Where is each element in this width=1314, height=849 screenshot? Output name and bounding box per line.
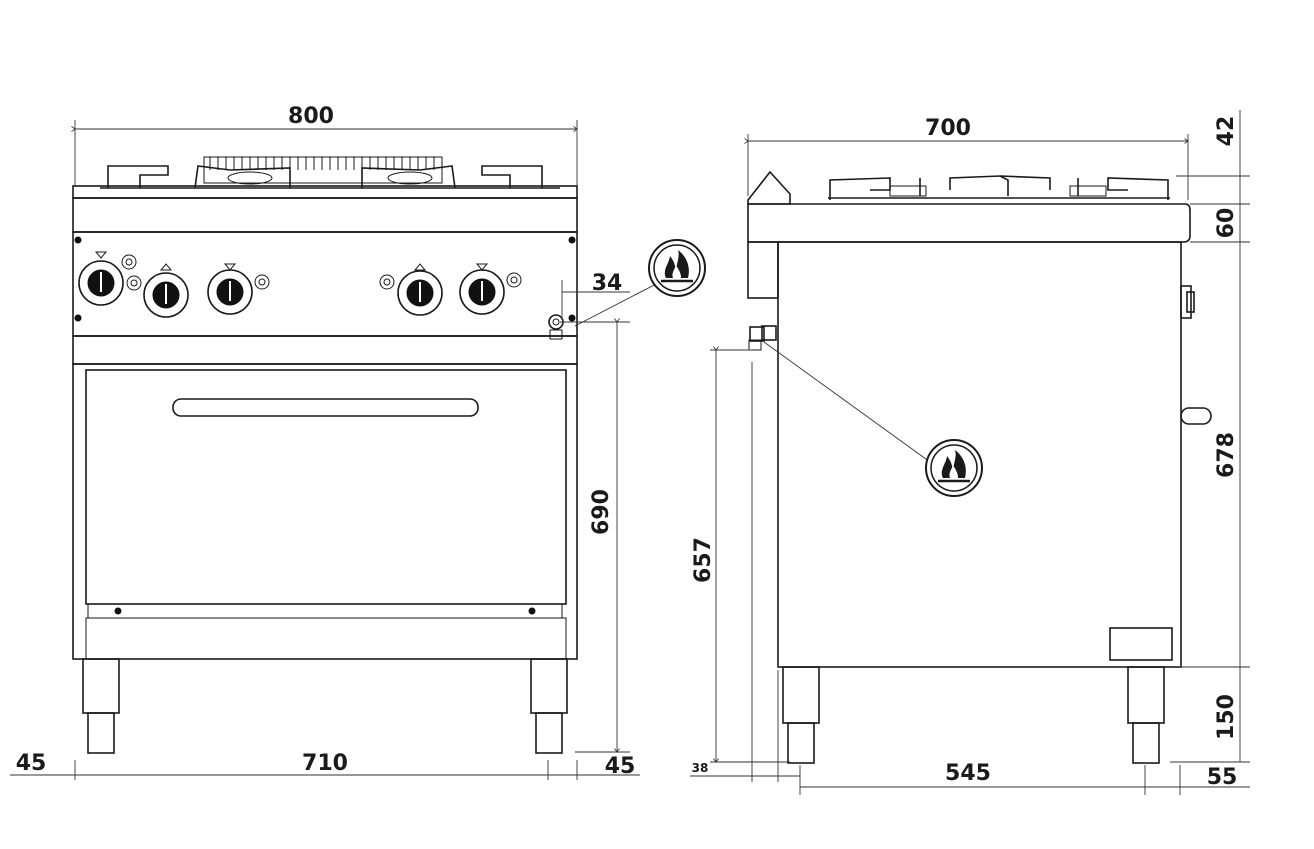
rear-flue (747, 170, 791, 205)
dim-side-body-height: 678 (1214, 432, 1239, 478)
front-grates (100, 156, 560, 189)
dim-front-width-total: 800 (288, 104, 334, 129)
side-dimensions: 700 42 60 678 150 657 38 545 55 (690, 110, 1250, 795)
side-legs (782, 666, 1165, 764)
oven-door-handle (172, 398, 479, 417)
dim-side-inlet-height: 657 (691, 537, 716, 583)
front-control-panel (72, 231, 578, 337)
gas-flame-icon (648, 239, 706, 297)
dim-side-front-offset: 55 (1207, 765, 1238, 790)
side-view: 700 42 60 678 150 657 38 545 55 (690, 110, 1250, 795)
side-burners (828, 175, 1170, 200)
side-rating-plate (1109, 627, 1173, 661)
dim-side-top-height: 42 (1214, 116, 1239, 147)
dim-front-right-offset: 45 (605, 754, 636, 779)
dim-side-depth-total: 700 (925, 116, 971, 141)
front-oven-body (72, 363, 578, 660)
side-cooktop (747, 203, 1191, 243)
dim-front-valve-offset: 34 (592, 271, 623, 296)
dim-side-panel-height: 60 (1214, 208, 1239, 239)
dim-side-leg-height: 150 (1214, 694, 1239, 740)
front-knobs (78, 251, 522, 318)
dim-side-rear-offset: 38 (692, 761, 709, 775)
gas-flame-icon (925, 439, 983, 497)
dim-front-valve-height: 690 (589, 489, 614, 535)
side-body (777, 241, 1182, 668)
dim-side-leg-span: 545 (945, 761, 991, 786)
front-legs (82, 658, 568, 754)
front-view: 800 45 710 45 690 34 (10, 104, 706, 780)
front-upper-band (72, 197, 578, 233)
dim-front-inner-width: 710 (302, 751, 348, 776)
front-oven-frame-top (72, 335, 578, 365)
dim-front-left-offset: 45 (16, 751, 47, 776)
side-gas-inlet (748, 325, 777, 351)
oven-door (85, 369, 567, 605)
front-dimensions: 800 45 710 45 690 34 (10, 104, 661, 780)
